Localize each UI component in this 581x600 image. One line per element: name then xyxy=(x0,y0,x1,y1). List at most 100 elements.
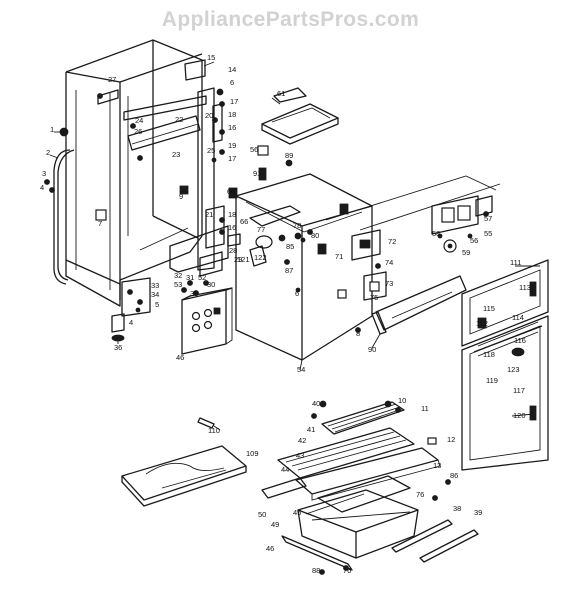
part-callout: 89 xyxy=(285,151,293,160)
bottom-bracket-assembly xyxy=(111,225,233,355)
part-callout: 38 xyxy=(453,504,461,513)
part-callout: 71 xyxy=(335,252,343,261)
part-callout: 11 xyxy=(421,404,429,413)
part-callout: 6 xyxy=(230,78,234,87)
part-callout: 85 xyxy=(286,242,294,251)
part-callout: 27 xyxy=(108,75,116,84)
watermark: AppliancePartsPros.com xyxy=(161,8,420,31)
part-callout: 76 xyxy=(416,490,424,499)
part-callout: 34 xyxy=(151,290,159,299)
part-callout: 35 xyxy=(190,289,198,298)
part-callout: 20 xyxy=(205,111,213,120)
part-callout: 46 xyxy=(176,353,184,362)
part-callout: 1 xyxy=(50,125,54,134)
part-callout: 46 xyxy=(266,544,274,553)
part-callout: 4 xyxy=(40,183,44,192)
door-gaskets xyxy=(461,259,549,471)
drain-pan xyxy=(121,417,247,507)
part-callout: 60 xyxy=(227,187,235,196)
part-callout: 28 xyxy=(229,246,237,255)
part-callout: 5 xyxy=(155,300,159,309)
part-callout: 76 xyxy=(343,566,351,575)
part-callout: 36 xyxy=(114,343,122,352)
part-callout: 57 xyxy=(484,214,492,223)
part-callout: 88 xyxy=(312,566,320,575)
part-callout: 87 xyxy=(285,266,293,275)
part-callout: 112 xyxy=(476,319,488,328)
part-callout: 7 xyxy=(98,219,102,228)
part-callout: 118 xyxy=(483,350,495,359)
part-callout: 110 xyxy=(208,426,220,435)
part-callout: 3 xyxy=(42,169,46,178)
part-callout: 9 xyxy=(179,192,183,201)
part-callout: 114 xyxy=(512,313,524,322)
part-callout: 72 xyxy=(388,237,396,246)
part-callout: 116 xyxy=(514,336,526,345)
part-callout: 109 xyxy=(246,449,259,458)
part-callout: 16 xyxy=(228,223,236,232)
part-callout: 17 xyxy=(230,97,238,106)
hardware-markers xyxy=(44,88,293,235)
part-callout: 18 xyxy=(228,210,236,219)
part-callout: 43 xyxy=(296,451,304,460)
part-callout: 18 xyxy=(228,110,236,119)
part-callout: 23 xyxy=(172,150,180,159)
part-callout: 33 xyxy=(151,281,159,290)
part-callout: 4 xyxy=(129,318,133,327)
part-callout: 56 xyxy=(250,145,258,154)
part-callout: 119 xyxy=(486,376,498,385)
thermostat-assembly xyxy=(431,195,493,253)
part-callout: 50 xyxy=(258,510,266,519)
cabinet-liner xyxy=(235,173,373,361)
part-callout: 31 xyxy=(186,273,194,282)
freezer-shelf xyxy=(261,87,339,145)
part-callout: 86 xyxy=(450,471,458,480)
part-callout: 121 xyxy=(237,255,250,264)
part-callout: 120 xyxy=(513,411,526,420)
refrigerator-shelves xyxy=(261,400,479,575)
part-callout: 123 xyxy=(507,365,520,374)
part-callout: 17 xyxy=(228,154,236,163)
part-callout: 25 xyxy=(207,146,215,155)
part-callout: 13 xyxy=(433,461,441,470)
part-callout: 52 xyxy=(198,273,206,282)
part-callout: 117 xyxy=(513,386,525,395)
part-callout: 73 xyxy=(385,279,393,288)
part-callout: 6 xyxy=(295,289,299,298)
control-housing xyxy=(325,175,501,335)
leader-lines xyxy=(49,61,540,417)
part-callout: 55 xyxy=(484,229,492,238)
part-callout: 42 xyxy=(298,436,306,445)
part-callout: 26 xyxy=(134,127,142,136)
part-callout: 59 xyxy=(462,248,470,257)
part-callout: 80 xyxy=(311,231,319,240)
part-callout: 21 xyxy=(205,210,213,219)
liner-hardware xyxy=(227,205,327,267)
part-callout: 39 xyxy=(474,508,482,517)
part-callout: 113 xyxy=(519,283,531,292)
part-callout: 74 xyxy=(385,258,393,267)
part-callout: 10 xyxy=(398,396,406,405)
part-callout: 41 xyxy=(307,425,315,434)
part-callout: 75 xyxy=(370,293,378,302)
part-callout: 49 xyxy=(271,520,279,529)
part-callout: 78 xyxy=(293,221,301,230)
part-callout: 54 xyxy=(297,365,305,374)
part-callout: 44 xyxy=(281,465,289,474)
part-callout: 14 xyxy=(228,65,236,74)
part-callout: 16 xyxy=(228,123,236,132)
part-callout: 15 xyxy=(207,53,215,62)
outer-cabinet xyxy=(53,39,206,307)
part-callout: 111 xyxy=(510,258,521,267)
cabinet-channels xyxy=(123,87,225,271)
part-callout: 12 xyxy=(447,435,455,444)
part-callout: 24 xyxy=(135,116,143,125)
part-callout: 19 xyxy=(228,141,236,150)
part-callout: 122 xyxy=(254,253,267,262)
part-callout: 56 xyxy=(470,236,478,245)
part-callout: 22 xyxy=(175,115,183,124)
part-callout: 53 xyxy=(174,280,182,289)
part-callout: 90 xyxy=(368,345,376,354)
